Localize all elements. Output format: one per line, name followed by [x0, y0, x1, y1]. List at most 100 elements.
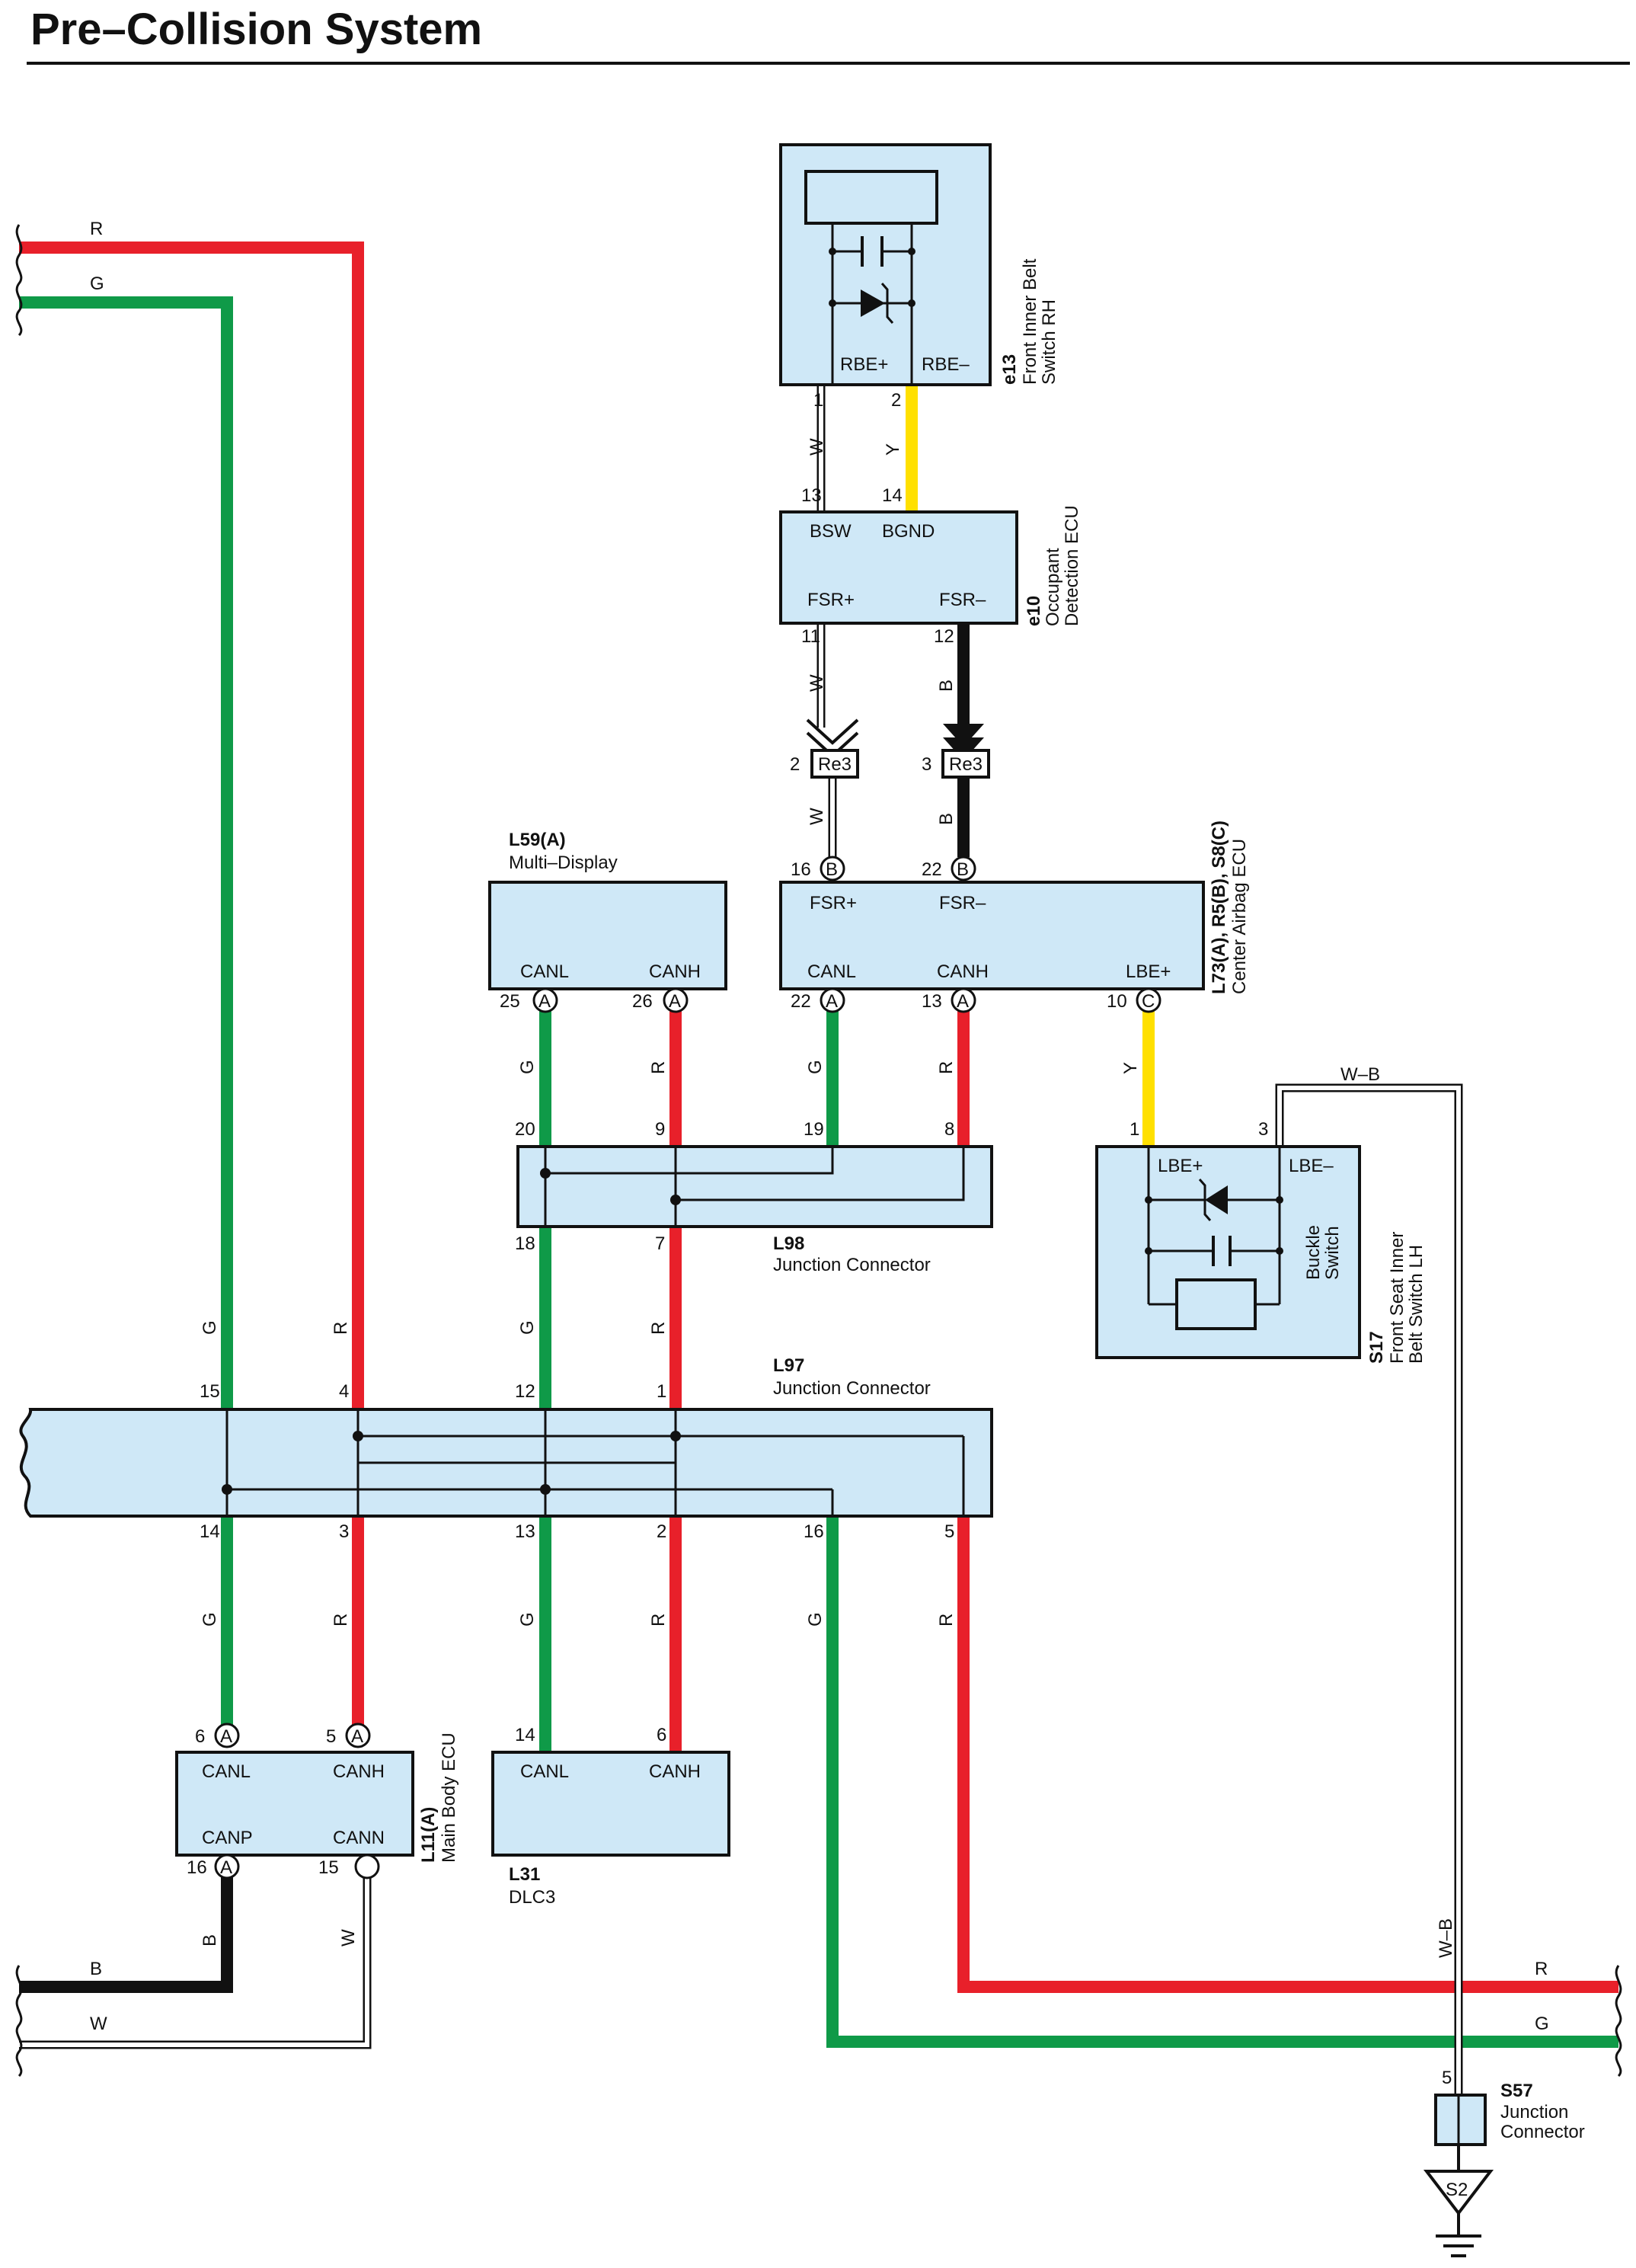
- wire-label-g: G: [517, 1612, 538, 1627]
- l73-pin10: 10: [1107, 991, 1127, 1012]
- l73-connector-b: [820, 856, 845, 881]
- l59-connector-a: [532, 987, 558, 1013]
- l31-box: [491, 1751, 730, 1857]
- wire-g-left-top: [19, 296, 233, 1409]
- l73-pin13: 13: [922, 991, 942, 1012]
- l73-canl-label: CANL: [807, 961, 856, 982]
- s17-box: [1095, 1145, 1361, 1359]
- wire-label-b: B: [936, 813, 957, 825]
- l73-lbep-label: LBE+: [1126, 961, 1171, 982]
- l11-conn-letter: A: [220, 1726, 232, 1747]
- wire-label-r: R: [331, 1614, 351, 1627]
- l73-connector-b: [951, 856, 976, 881]
- l97-pin5: 5: [944, 1521, 954, 1542]
- wire-w-l11-left-fill: [19, 1867, 369, 2047]
- l97-pin1: 1: [657, 1381, 666, 1402]
- l11-cann-label: CANN: [333, 1828, 385, 1848]
- wire-label-b: B: [936, 680, 957, 692]
- l73-fsrm-label: FSR–: [939, 893, 986, 913]
- l59-code: L59(A): [509, 830, 566, 850]
- l73-conn-letter-c: C: [1142, 991, 1155, 1012]
- l31-canh-label: CANH: [649, 1761, 701, 1782]
- e10-bgnd-label: BGND: [882, 521, 935, 542]
- e10-pin12: 12: [934, 626, 954, 647]
- l59-canh-label: CANH: [649, 961, 701, 982]
- e13-pin2-number: 2: [891, 390, 901, 411]
- wire-label-g: G: [90, 274, 104, 294]
- e13-box: [779, 143, 992, 386]
- l73-box: [779, 881, 1205, 990]
- component-l73: FSR+ FSR– CANL CANH LBE+ B B 16 22 A A C…: [779, 821, 1250, 1013]
- s17-pin3: 3: [1258, 1119, 1268, 1140]
- component-l31: 14 6 CANL CANH L31 DLC3: [491, 1725, 730, 1908]
- wire-label-y: Y: [883, 443, 903, 456]
- l11-conn-letter: A: [351, 1726, 363, 1747]
- l11-connector-a: [214, 1854, 240, 1879]
- re3-label-b: Re3: [949, 754, 983, 775]
- s17-sub-line2: Switch: [1322, 1226, 1343, 1280]
- l73-pin16: 16: [791, 859, 811, 880]
- wire-g-l97-right: [826, 1516, 1618, 2048]
- wire-label-r: R: [936, 1614, 957, 1627]
- wire-w-l11-left: [19, 1867, 372, 2049]
- l73-name: Center Airbag ECU: [1229, 839, 1250, 994]
- l97-pin4: 4: [339, 1381, 349, 1402]
- wire-label-r: R: [648, 1322, 669, 1335]
- e13-pin1-label: RBE+: [840, 354, 888, 375]
- l97-pin13: 13: [515, 1521, 535, 1542]
- l11-pin6: 6: [195, 1726, 205, 1747]
- l73-conn-letter-a: A: [957, 991, 969, 1012]
- e10-name-line2: Detection ECU: [1062, 505, 1082, 626]
- wires: [19, 242, 1618, 2095]
- e13-name-line1: Front Inner Belt: [1020, 258, 1040, 385]
- wire-label-r: R: [1535, 1959, 1548, 1979]
- l11-pin16: 16: [187, 1857, 207, 1878]
- component-s57: 5 S57 Junction Connector: [1434, 2068, 1585, 2146]
- wire-label-g: G: [200, 1320, 220, 1335]
- l59-connector-a: [663, 987, 689, 1013]
- wire-label-g: G: [1535, 2014, 1549, 2034]
- component-l97: 15 4 12 1 14 3 13 2 16 5 L97 Junction Co…: [19, 1355, 993, 1542]
- s17-name-line2: Belt Switch LH: [1406, 1245, 1427, 1364]
- l59-canl-label: CANL: [520, 961, 569, 982]
- l73-pin22b: 22: [922, 859, 942, 880]
- s57-box: [1434, 2094, 1487, 2146]
- l11-canh-label: CANH: [333, 1761, 385, 1782]
- l97-pin3: 3: [339, 1521, 349, 1542]
- e13-code: e13: [999, 354, 1020, 385]
- component-e13: RBE+ RBE– 1 2 e13 Front Inner Belt Switc…: [779, 143, 1059, 411]
- wire-label-b: B: [90, 1959, 102, 1979]
- page-title: Pre–Collision System: [30, 5, 482, 54]
- wire-label-g: G: [517, 1060, 538, 1074]
- l98-pin8: 8: [944, 1119, 954, 1140]
- re3-pin-a: 2: [790, 754, 800, 775]
- wire-breaks: [15, 224, 1622, 2078]
- wire-label-wb: W–B: [1436, 1918, 1456, 1958]
- l97-pin14: 14: [200, 1521, 220, 1542]
- wire-label-g: G: [517, 1320, 538, 1335]
- e13-name-line2: Switch RH: [1039, 299, 1059, 385]
- wire-label-r: R: [936, 1061, 957, 1074]
- s57-code: S57: [1500, 2081, 1533, 2101]
- l11-name: Main Body ECU: [439, 1732, 459, 1863]
- l97-internal-bus: [225, 1409, 965, 1516]
- e13-zener-bar: [880, 283, 894, 324]
- l59-box: [488, 881, 727, 990]
- wire-label-r: R: [648, 1614, 669, 1627]
- s57-name-line2: Connector: [1500, 2122, 1585, 2142]
- wire-label-w: W: [338, 1929, 359, 1947]
- ground-s2: S2: [1423, 2145, 1494, 2257]
- l98-box: [516, 1145, 993, 1228]
- e10-bsw-label: BSW: [810, 521, 852, 542]
- l59-conn-letter: A: [538, 991, 551, 1012]
- e13-pin2-label: RBE–: [922, 354, 970, 375]
- wire-b-l11-left: [19, 1867, 233, 1993]
- break-right-bottom: [1615, 1965, 1622, 2078]
- s17-resistor: [1175, 1278, 1257, 1330]
- e13-resistor: [804, 170, 938, 225]
- s57-pin5: 5: [1442, 2068, 1452, 2088]
- l98-pin7: 7: [655, 1233, 665, 1254]
- l73-code: L73(A), R5(B), S8(C): [1209, 821, 1229, 994]
- l59-name: Multi–Display: [509, 852, 618, 873]
